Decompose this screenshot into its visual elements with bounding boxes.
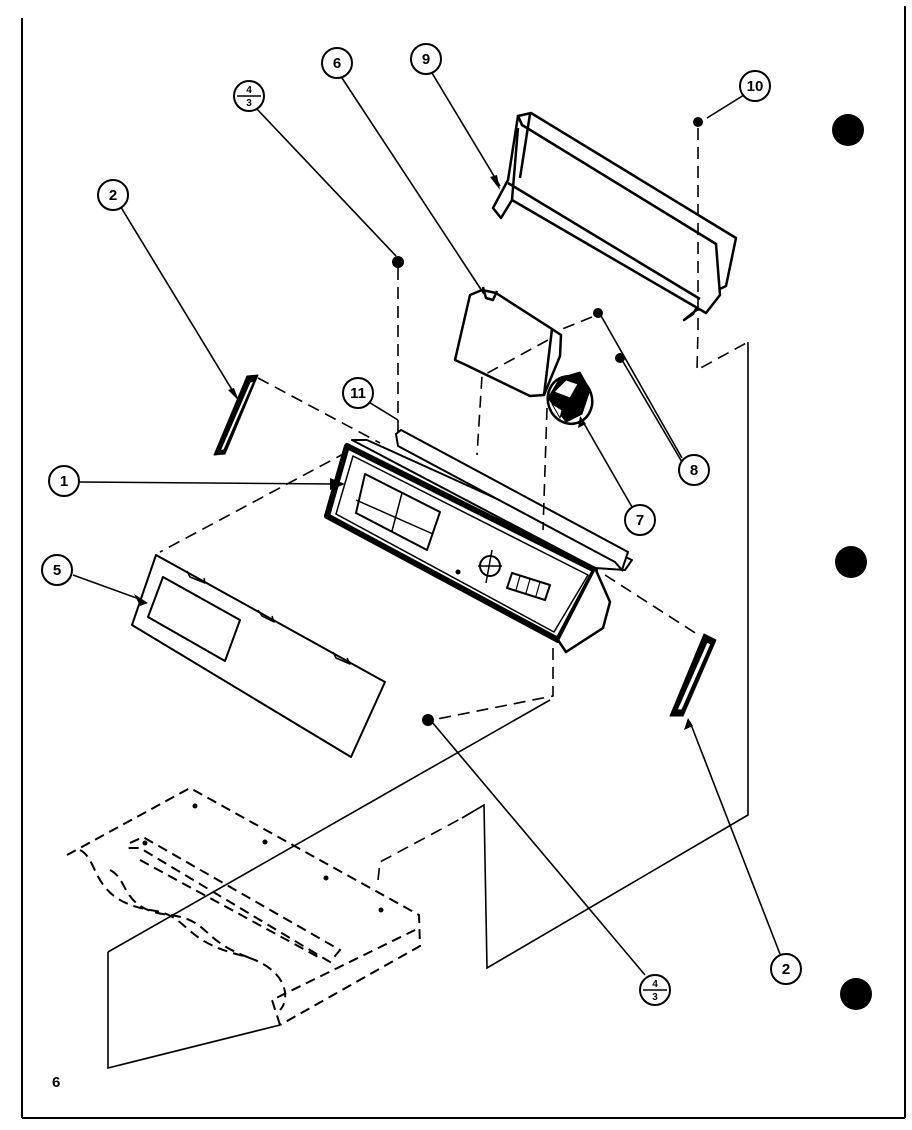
- callout-5: 5: [41, 554, 73, 586]
- svg-text:6: 6: [333, 55, 341, 72]
- part-5-overlay-panel: [131, 554, 386, 758]
- svg-text:3: 3: [652, 992, 658, 1003]
- svg-text:1: 1: [60, 473, 68, 490]
- part-2-end-cap-right: [669, 633, 717, 717]
- svg-text:5: 5: [53, 562, 61, 579]
- part-9-top-trim: [491, 111, 738, 322]
- cabinet-holes: [142, 803, 384, 913]
- leader-lines: [72, 72, 781, 976]
- part-11-strip: [394, 428, 630, 572]
- callout-4-3-bottom: 4 3: [639, 974, 671, 1006]
- cabinet-top-phantom: [66, 786, 422, 1026]
- outline-lines: [107, 342, 749, 1070]
- svg-text:2: 2: [782, 961, 790, 978]
- screw-4-3-top: [392, 256, 404, 268]
- svg-text:10: 10: [747, 78, 764, 95]
- binder-hole: [840, 978, 872, 1010]
- arrow-heads: [134, 175, 693, 730]
- binder-hole: [835, 546, 867, 578]
- callout-9: 9: [410, 43, 442, 75]
- svg-text:4: 4: [246, 85, 252, 96]
- svg-text:2: 2: [109, 187, 117, 204]
- part-1-console-panel: [324, 439, 633, 654]
- binder-hole: [832, 114, 864, 146]
- part-2-end-cap-left: [213, 374, 259, 456]
- callout-2-left: 2: [97, 179, 129, 211]
- binder-holes: [832, 114, 872, 1010]
- callout-4-3-top: 4 3: [233, 80, 265, 112]
- callout-6: 6: [321, 47, 353, 79]
- assembly-lines: [159, 128, 749, 881]
- callout-11: 11: [342, 377, 374, 409]
- svg-text:8: 8: [690, 462, 698, 479]
- callouts: 2 6 9 10 11 1 5 8: [41, 43, 802, 1006]
- callout-8: 8: [678, 454, 710, 486]
- part-6-switch: [453, 286, 563, 398]
- callout-1: 1: [48, 465, 80, 497]
- svg-text:4: 4: [652, 979, 658, 990]
- svg-text:11: 11: [350, 385, 366, 402]
- part-7-knob: [546, 371, 594, 426]
- screw-4-3-bottom: [422, 714, 434, 726]
- svg-text:9: 9: [422, 51, 430, 68]
- callout-2-right: 2: [770, 953, 802, 985]
- callout-10: 10: [739, 70, 771, 102]
- page-border: [21, 6, 906, 1119]
- svg-text:7: 7: [636, 512, 644, 529]
- svg-text:3: 3: [246, 98, 252, 109]
- screw-10: [693, 117, 703, 127]
- callout-7: 7: [624, 504, 656, 536]
- page-number: 6: [52, 1074, 60, 1091]
